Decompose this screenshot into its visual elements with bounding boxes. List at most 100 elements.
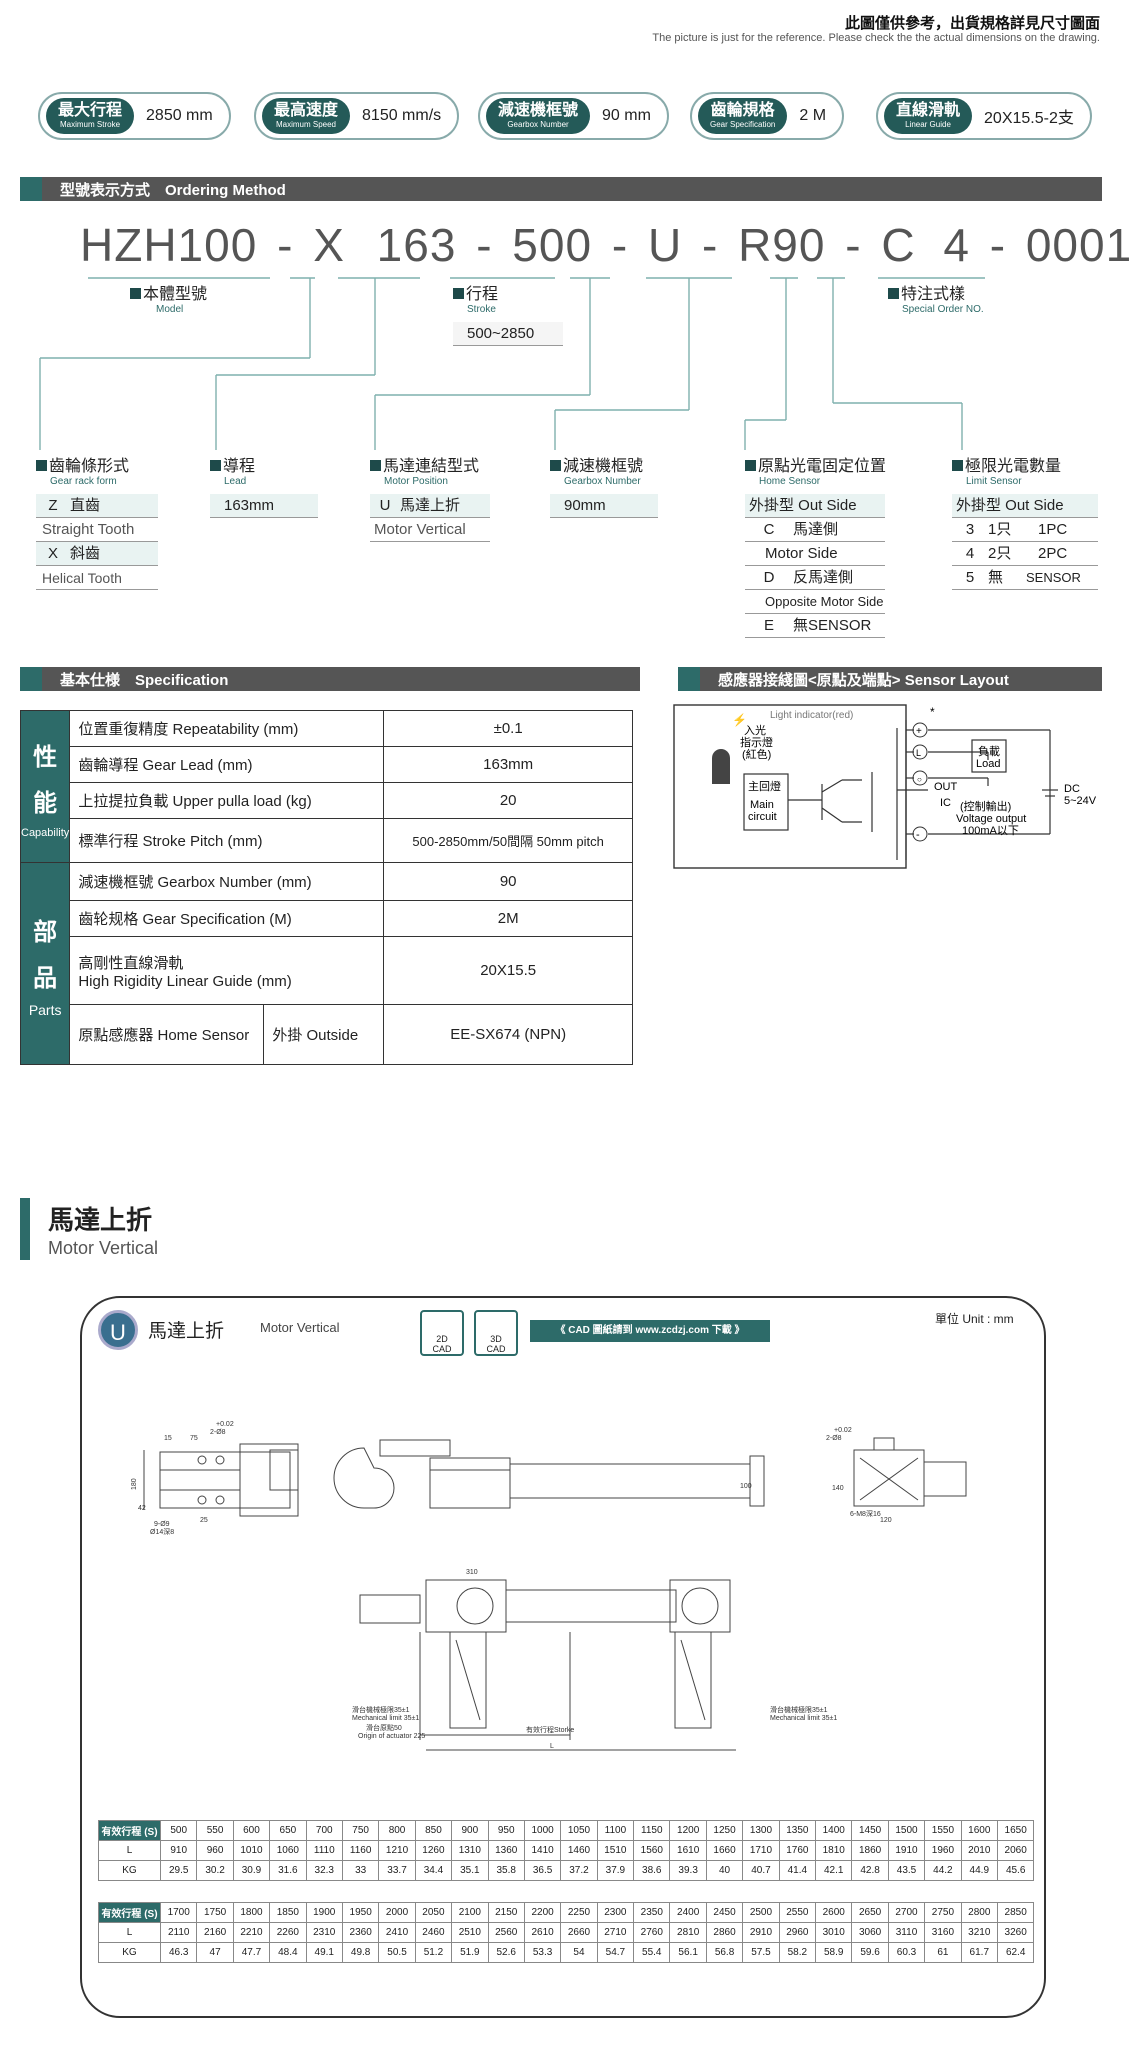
code-stroke: 500 <box>512 219 593 271</box>
table-cell: 53.3 <box>523 1942 562 1963</box>
dim-label: 有效行程Storke <box>526 1725 574 1734</box>
table-cell: 2810 <box>669 1922 707 1943</box>
spec-key: 標準行程 Stroke Pitch (mm) <box>69 818 385 863</box>
pill-label-en: Maximum Stroke <box>60 120 121 129</box>
table-cell: 3060 <box>851 1922 889 1943</box>
table-cell: 37.2 <box>560 1860 598 1881</box>
table-cell: 52.6 <box>487 1942 525 1963</box>
pill-label-en: Gearbox Number <box>507 120 569 129</box>
table-cell: 2260 <box>269 1922 307 1943</box>
table-cell: 1060 <box>269 1840 307 1861</box>
ordering-method-bar: 型號表示方式 Ordering Method <box>20 177 1102 201</box>
table-cell: 2550 <box>778 1902 817 1923</box>
home-opposite-side: Opposite Motor Side <box>745 590 885 614</box>
table-cell: 56.1 <box>669 1942 707 1963</box>
table-row-label: KG <box>98 1942 161 1963</box>
table-cell: 41.4 <box>778 1860 817 1881</box>
reference-note: 此圖僅供參考，出貨規格詳見尺寸圖面 <box>844 15 1100 32</box>
table-cell: 30.9 <box>232 1860 271 1881</box>
table-cell: 1160 <box>341 1840 380 1861</box>
table-cell: 1150 <box>633 1820 671 1841</box>
dim-label: 滑台機械極限35±1 <box>770 1705 828 1714</box>
table-cell: 56.8 <box>705 1942 744 1963</box>
main-circuit-label: Main <box>750 799 774 811</box>
pill-value: 8150 mm/s <box>362 107 442 124</box>
table-cell: 61.7 <box>960 1942 998 1963</box>
spec-value: 20X15.5 <box>383 936 633 1005</box>
table-cell: 51.2 <box>414 1942 453 1963</box>
table-cell: 34.4 <box>414 1860 453 1881</box>
section-accent <box>20 1198 30 1260</box>
dim-label: 140 <box>832 1485 844 1492</box>
table-cell: 2360 <box>341 1922 380 1943</box>
code-limit: 4 <box>943 219 970 271</box>
table-cell: 1200 <box>669 1820 707 1841</box>
load-label: 負載 <box>978 745 1000 758</box>
table-cell: 800 <box>378 1820 416 1841</box>
table-cell: 39.3 <box>669 1860 707 1881</box>
table-cell: 48.4 <box>269 1942 307 1963</box>
code-motor: U <box>647 219 683 271</box>
pill-label-en: Maximum Speed <box>275 120 337 129</box>
svg-text:+: + <box>916 726 922 737</box>
spec-value: EE-SX674 (NPN) <box>383 1004 633 1065</box>
sensor-layout-bar: 感應器接綫圖<原點及端點> Sensor Layout <box>678 667 1102 691</box>
table-cell: 2450 <box>705 1902 744 1923</box>
table-cell: 2960 <box>778 1922 817 1943</box>
cad-download-link[interactable]: 《 CAD 圖紙請到 www.zcdzj.com 下載 》 <box>530 1320 770 1342</box>
table-cell: 30.2 <box>196 1860 234 1881</box>
table-cell: 33.7 <box>378 1860 416 1881</box>
gear-rack-straight: Straight Tooth <box>36 518 158 542</box>
code-dash: - <box>476 219 493 271</box>
code-dash: - <box>701 219 719 271</box>
table-cell: 2760 <box>633 1922 671 1943</box>
table-cell: 1810 <box>815 1840 853 1861</box>
dim-label: 15 <box>164 1435 172 1442</box>
table-cell: 37.9 <box>596 1860 635 1881</box>
table-cell: 2700 <box>887 1902 926 1923</box>
code-dash: - <box>845 219 862 271</box>
dim-label: 25 <box>200 1517 208 1524</box>
svg-text:-: - <box>916 829 920 841</box>
table-cell: 1660 <box>705 1840 744 1861</box>
spec-key: 齒輪導程 Gear Lead (mm) <box>69 746 385 783</box>
table-cell: 57.5 <box>742 1942 780 1963</box>
table-cell: 43.5 <box>887 1860 926 1881</box>
table-cell: 500 <box>159 1820 198 1841</box>
table-cell: 35.8 <box>487 1860 525 1881</box>
table-cell: 1360 <box>487 1840 525 1861</box>
table-cell: 550 <box>196 1820 234 1841</box>
table-row-label: L <box>98 1840 161 1861</box>
dim-label: 100 <box>740 1483 752 1490</box>
table-cell: 2610 <box>523 1922 562 1943</box>
table-cell: 3260 <box>996 1922 1035 1943</box>
spec-key: 減速機框號 Gearbox Number (mm) <box>69 862 385 901</box>
table-cell: 2310 <box>305 1922 343 1943</box>
table-cell: 1560 <box>633 1840 671 1861</box>
table-cell: 1700 <box>159 1902 198 1923</box>
table-cell: 46.3 <box>159 1942 198 1963</box>
table-cell: 45.6 <box>996 1860 1035 1881</box>
dim-label: 6-M8深16 <box>850 1509 881 1518</box>
ma-label: 100mA以下 <box>962 825 1019 837</box>
table-cell: 1000 <box>523 1820 562 1841</box>
table-cell: 2500 <box>742 1902 780 1923</box>
pill-label: 直線滑軌 <box>896 102 961 119</box>
table-cell: 2050 <box>414 1902 453 1923</box>
pill-label: 齒輪規格 <box>710 102 775 119</box>
out-label: OUT <box>934 781 958 793</box>
star-mark: * <box>930 705 935 719</box>
table-cell: 2850 <box>996 1902 1035 1923</box>
table-cell: 1800 <box>232 1902 271 1923</box>
